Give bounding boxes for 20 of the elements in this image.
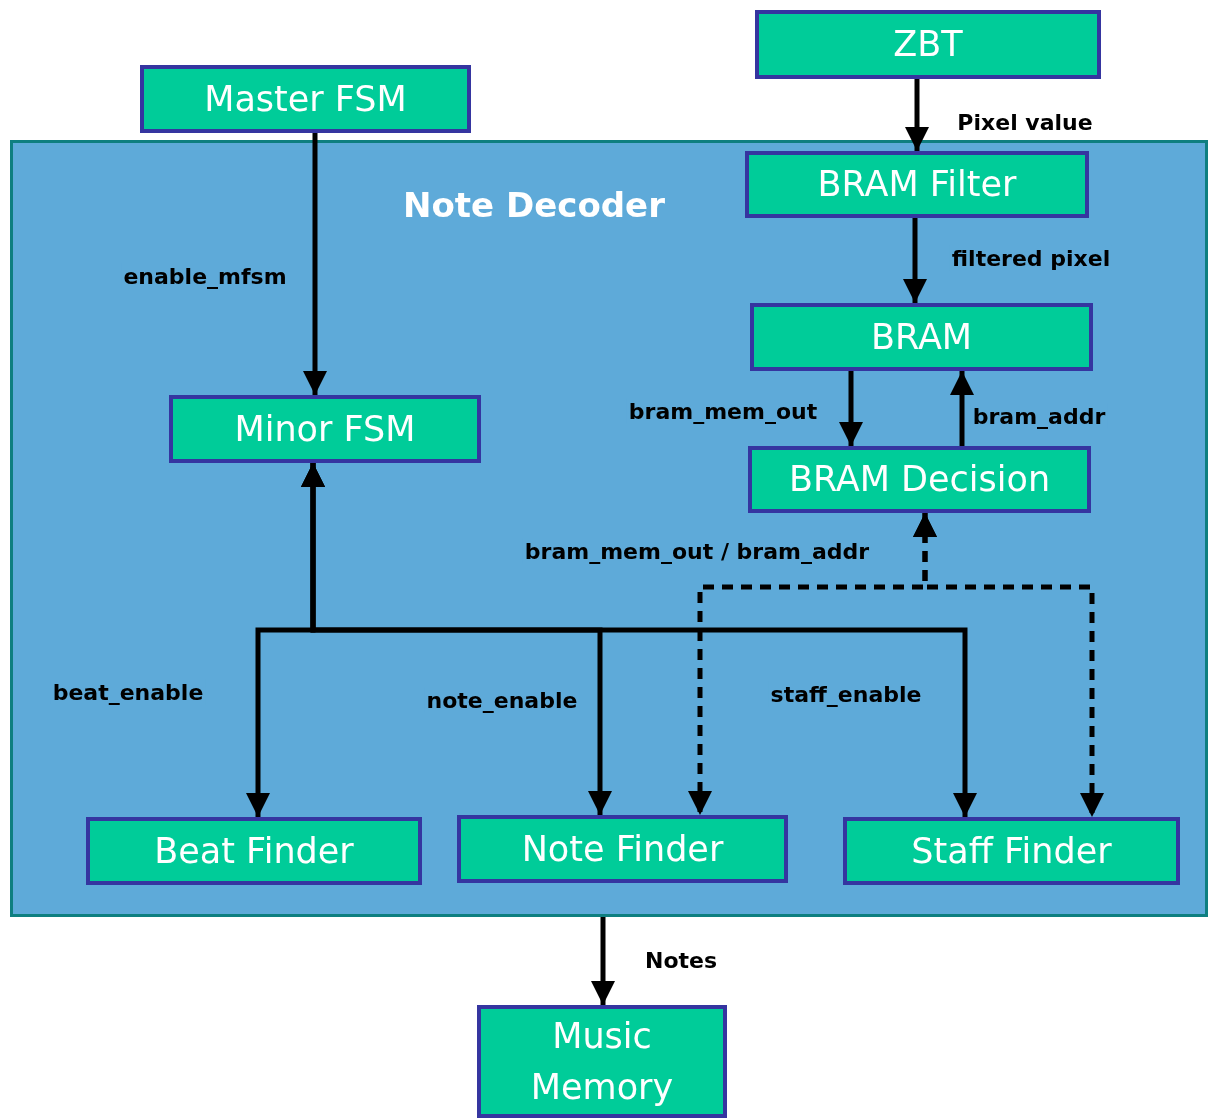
arrow: [839, 371, 863, 446]
arrow: [903, 218, 927, 303]
module-box: Note Finder: [457, 815, 788, 883]
module-box: BRAM Decision: [748, 446, 1091, 513]
arrow: [301, 463, 977, 817]
arrow: [303, 133, 327, 395]
dashed-arrow: [913, 513, 1104, 817]
module-box: ZBT: [755, 10, 1101, 79]
module-box: Master FSM: [140, 65, 471, 133]
arrow: [905, 79, 929, 151]
module-box: Music Memory: [477, 1005, 727, 1118]
module-box: Beat Finder: [86, 817, 422, 885]
module-box: Minor FSM: [169, 395, 481, 463]
module-box: BRAM Filter: [745, 151, 1089, 218]
arrow: [591, 917, 615, 1005]
panel-title: Note Decoder: [403, 185, 665, 225]
module-box: BRAM: [750, 303, 1093, 371]
arrow: [950, 371, 974, 446]
module-box: Staff Finder: [843, 817, 1180, 885]
module-panel: [10, 140, 1208, 917]
